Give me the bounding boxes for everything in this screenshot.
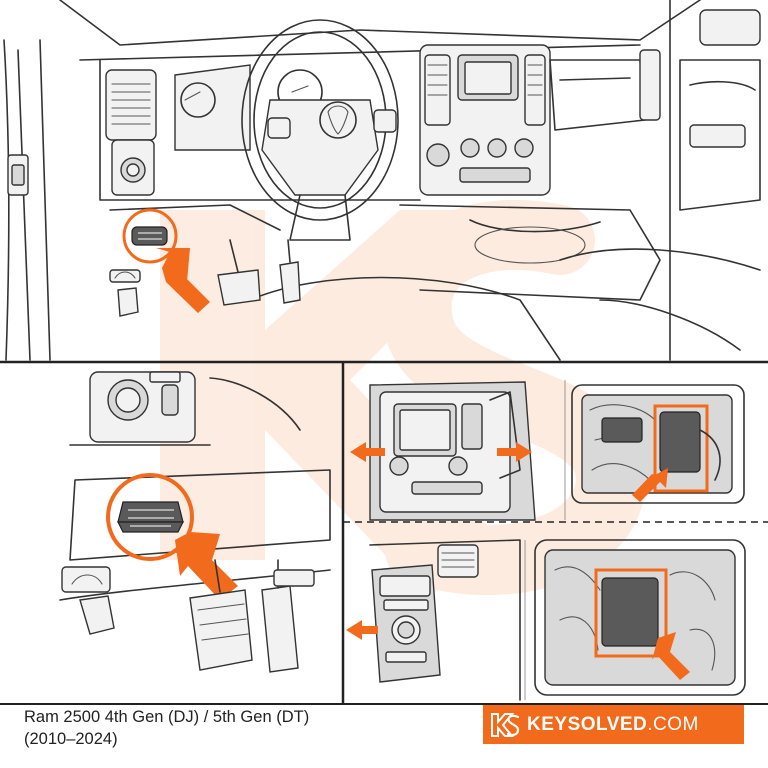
cabin-overview-panel <box>3 0 761 361</box>
brand-name-bold: KEYSOLVED <box>527 713 648 735</box>
obd-closeup-panel <box>59 371 331 673</box>
brand-name: KEYSOLVED.COM <box>527 714 699 736</box>
caption-model: Ram 2500 4th Gen (DJ) / 5th Gen (DT) <box>24 708 310 726</box>
caption-years: (2010–2024) <box>24 730 118 748</box>
ks-logo-icon <box>483 705 527 744</box>
switch-bezel-removal-panel <box>346 539 746 701</box>
brand-badge: KEYSOLVED.COM <box>483 705 744 744</box>
vehicle-caption: Ram 2500 4th Gen (DJ) / 5th Gen (DT) (20… <box>24 706 444 750</box>
brand-name-suffix: .COM <box>647 713 699 735</box>
radio-removal-panel <box>350 380 745 521</box>
panel-dividers <box>0 360 768 705</box>
